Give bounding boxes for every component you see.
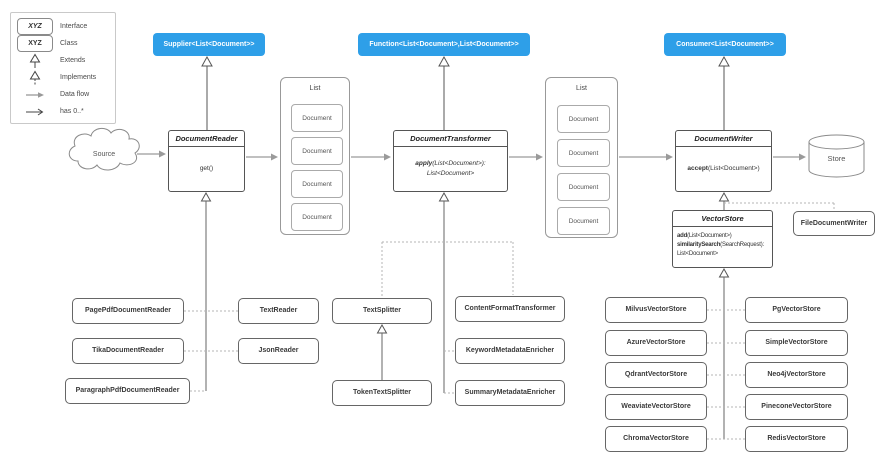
list-title: List [309,85,321,92]
vectorstore-node-milvus: MilvusVectorStore [605,297,707,323]
document-chip: Document [291,104,343,132]
vectorstore-node-pinecone: PineconeVectorStore [745,394,848,420]
data-flow-arrowheads [159,150,806,161]
list-title: List [576,85,587,92]
implements-icon [17,70,53,86]
legend-row-dataflow: Data flow [17,86,109,103]
legend-row-has: has 0..* [17,103,109,120]
document-transformer-method: apply(List<Document>): [415,160,486,168]
document-transformer-method-return: List<Document> [426,170,475,177]
legend-row-class: XYZ Class [17,35,109,52]
data-flow-icon [17,91,53,99]
data-flow-arrows [137,153,800,158]
interface-function: Function<List<Document>,List<Document>> [358,33,530,56]
vectorstore-node-qdrant: QdrantVectorStore [605,362,707,388]
vectorstore-node-neo4j: Neo4jVectorStore [745,362,848,388]
source-cloud: Source [68,128,140,171]
transformer-implement-connectors [381,191,514,394]
document-writer-title: DocumentWriter [676,131,771,147]
document-transformer-class: DocumentTransformer apply(List<Document>… [393,130,508,192]
legend-dataflow-label-implements: Implements [60,74,97,81]
reader-node-text: TextReader [238,298,319,324]
extends-icon [17,53,53,69]
vectorstore-node-azure: AzureVectorStore [605,330,707,356]
document-chip: Document [291,137,343,165]
legend-row-implements: Implements [17,69,109,86]
vectorstore-implement-connectors [707,267,745,440]
document-chip: Document [557,105,610,133]
vectorstore-node-simple: SimpleVectorStore [745,330,848,356]
document-list-1: List Document Document Document Document [280,77,350,235]
hollow-triangle-icons-top [201,55,730,67]
document-list-2: List Document Document Document Document [545,77,618,238]
reader-node-pagepdf: PagePdfDocumentReader [72,298,184,324]
legend-has-label: has 0..* [60,108,84,115]
store-cylinder: Store [808,134,865,178]
document-reader-class: DocumentReader get() [168,130,245,192]
interface-symbol: XYZ [17,18,53,35]
transformer-node-tokentextsplitter: TokenTextSplitter [332,380,432,406]
vector-store-search-method: similaritySearch(SearchRequest): [677,242,764,248]
vector-store-title: VectorStore [673,211,772,227]
class-symbol: XYZ [17,35,53,52]
document-chip: Document [291,203,343,231]
file-document-writer-node: FileDocumentWriter [793,211,875,236]
reader-implement-connectors [184,191,238,392]
document-chip: Document [557,139,610,167]
interface-consumer: Consumer<List<Document>> [664,33,786,56]
legend-row-extends: Extends [17,52,109,69]
legend-dataflow-label: Data flow [60,91,90,98]
interface-supplier: Supplier<List<Document>> [153,33,265,56]
has-arrow-icon [17,108,53,116]
legend-interface-label: Interface [60,23,88,30]
document-writer-method: accept(List<Document>) [687,165,760,173]
document-chip: Document [291,170,343,198]
textsplitter-extends-connector [376,323,388,380]
transformer-node-contentformat: ContentFormatTransformer [455,296,565,322]
document-chip: Document [557,173,610,201]
document-reader-title: DocumentReader [169,131,244,147]
reader-node-paragraphpdf: ParagraphPdfDocumentReader [65,378,190,404]
legend: XYZ Interface XYZ Class Extends Implemen… [10,12,116,124]
document-reader-method: get() [199,165,214,173]
vectorstore-node-weaviate: WeaviateVectorStore [605,394,707,420]
vectorstore-node-redis: RedisVectorStore [745,426,848,452]
writer-implement-connectors [718,191,835,211]
transformer-node-textsplitter: TextSplitter [332,298,432,324]
legend-extends-label: Extends [60,57,86,64]
legend-row-interface: XYZ Interface [17,18,109,35]
vector-store-add-method: add(List<Document>) [677,233,732,239]
vector-store-class: VectorStore add(List<Document>) similari… [672,210,773,268]
store-label: Store [828,154,846,163]
vector-store-search-return: List<Document> [677,251,718,257]
document-transformer-title: DocumentTransformer [394,131,507,147]
legend-class-label: Class [60,40,78,47]
transformer-node-summarymetadata: SummaryMetadataEnricher [455,380,565,406]
interface-connectors [206,66,725,130]
document-chip: Document [557,207,610,235]
vectorstore-node-pg: PgVectorStore [745,297,848,323]
transformer-node-keywordmetadata: KeywordMetadataEnricher [455,338,565,364]
reader-node-json: JsonReader [238,338,319,364]
document-writer-class: DocumentWriter accept(List<Document>) [675,130,772,192]
reader-node-tika: TikaDocumentReader [72,338,184,364]
source-label: Source [93,151,115,158]
vectorstore-node-chroma: ChromaVectorStore [605,426,707,452]
